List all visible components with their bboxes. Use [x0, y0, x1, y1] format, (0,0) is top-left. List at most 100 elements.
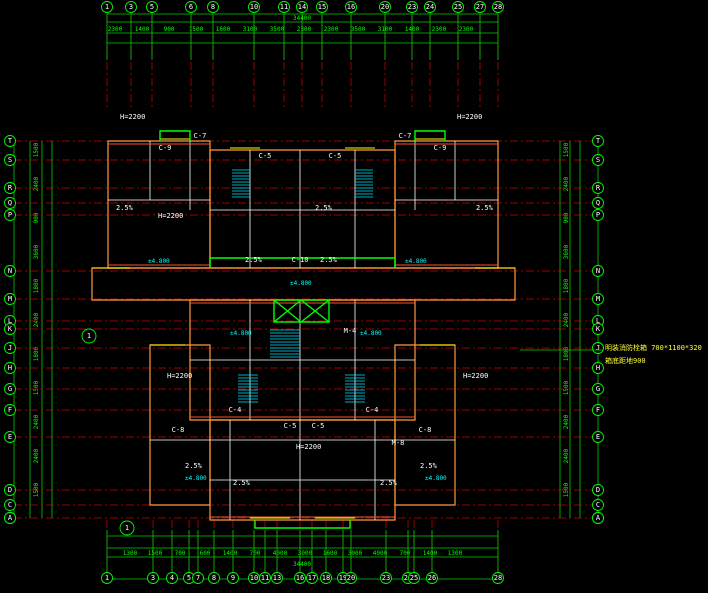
room-label: C-7 [399, 132, 412, 140]
note-h-right-top: H=2200 [457, 113, 482, 121]
left-dimension-value: 1800 [33, 278, 40, 293]
left-dimension-value: 900 [33, 212, 40, 223]
axis-bubble-label: 24 [404, 574, 412, 582]
axis-bubble-right [592, 197, 604, 209]
room-label: C-9 [159, 144, 172, 152]
axis-bubble-label: 1 [105, 574, 109, 582]
axis-bubble-top [316, 1, 328, 13]
bottom-dimension-value: 1600 [323, 550, 338, 557]
axis-bubble-bottom [294, 572, 306, 584]
axis-bubble-label: 27 [476, 3, 484, 11]
axis-bubble-right [592, 293, 604, 305]
axis-bubble-bottom [345, 572, 357, 584]
room-label: C-5 [284, 422, 297, 430]
slope-tag: 2.5% [315, 204, 333, 212]
axis-bubble-label: E [8, 433, 12, 441]
axis-bubble-label: 25 [410, 574, 418, 582]
room-label: C-5 [312, 422, 325, 430]
room-label: M-8 [392, 439, 405, 447]
axis-bubble-label: A [8, 514, 13, 522]
room-label: C-8 [172, 426, 185, 434]
axis-bubble-top [452, 1, 464, 13]
right-dimension-value: 2400 [563, 312, 570, 327]
axis-bubble-label: M [8, 295, 12, 303]
top-dimension-value: 1400 [135, 26, 150, 33]
axis-bubble-right [592, 499, 604, 511]
axis-bubble-label: 16 [296, 574, 304, 582]
axis-bubble-left [4, 209, 16, 221]
level-tag: ±4.800 [290, 280, 312, 287]
slope-tag: 2.5% [476, 204, 494, 212]
bottom-dimension-value: 4000 [373, 550, 388, 557]
axis-bubble-top [474, 1, 486, 13]
axis-bubble-top [185, 1, 197, 13]
top-dimension-value: 2300 [459, 26, 474, 33]
axis-bubble-label: Q [596, 199, 600, 207]
bottom-dimension-value: 1500 [148, 550, 163, 557]
axis-bubble-top [207, 1, 219, 13]
axis-bubble-label: F [596, 406, 600, 414]
axis-bubble-top [296, 1, 308, 13]
axis-bubble-left [4, 197, 16, 209]
room-label: C-8 [419, 426, 432, 434]
axis-bubble-label: D [8, 486, 12, 494]
axis-bubble-bottom [166, 572, 178, 584]
left-dimension-value: 2400 [33, 312, 40, 327]
axis-bubble-label: 26 [428, 574, 436, 582]
axis-bubble-label: N [596, 267, 600, 275]
axis-bubble-label: C [8, 501, 12, 509]
axis-bubble-left [4, 342, 16, 354]
axis-bubble-top [146, 1, 158, 13]
axis-bubble-label: 11 [261, 574, 269, 582]
axis-bubble-top [345, 1, 357, 13]
section-bubble-label: 1 [87, 332, 91, 340]
top-dimension-value: 1500 [189, 26, 204, 33]
axis-bubble-right [592, 404, 604, 416]
note-h-center-bottom: H=2200 [296, 443, 321, 451]
bottom-dimension-value: 4000 [273, 550, 288, 557]
axis-bubble-left [4, 135, 16, 147]
axis-bubble-label: D [596, 486, 600, 494]
left-dimension-value: 1800 [33, 346, 40, 361]
slope-tag: 2.5% [380, 479, 398, 487]
stair-core [232, 169, 373, 403]
right-dimension-value: 1500 [563, 482, 570, 497]
axis-bubble-label: 19 [339, 574, 347, 582]
axis-bubble-label: 3 [151, 574, 155, 582]
axis-bubble-label: T [8, 137, 13, 145]
axis-bubble-label: L [596, 317, 600, 325]
axis-bubble-label: R [596, 184, 601, 192]
axis-bubble-label: 8 [211, 3, 215, 11]
axis-bubble-label: 5 [150, 3, 154, 11]
axis-bubble-label: 15 [318, 3, 326, 11]
axis-bubble-top [379, 1, 391, 13]
section-bubble [119, 520, 135, 536]
axis-bubble-right [592, 182, 604, 194]
axis-bubble-label: 6 [189, 3, 193, 11]
left-dimension-value: 1500 [33, 142, 40, 157]
axis-bubble-top [278, 1, 290, 13]
slope-tag: 2.5% [320, 256, 338, 264]
axis-bubble-left [4, 154, 16, 166]
axis-bubble-label: 25 [454, 3, 462, 11]
axis-bubble-right [592, 209, 604, 221]
right-dimension-value: 1500 [563, 142, 570, 157]
note-h-left-top: H=2200 [120, 113, 145, 121]
axis-bubble-label: 11 [280, 3, 288, 11]
axis-bubble-label: 5 [187, 574, 191, 582]
axis-bubble-label: 28 [494, 3, 502, 11]
axis-bubble-top [101, 1, 113, 13]
axis-bubble-bottom [408, 572, 420, 584]
wall-outline [209, 419, 396, 521]
axis-bubble-label: 24 [426, 3, 434, 11]
axis-bubble-label: 8 [212, 574, 216, 582]
left-dimension-value: 1500 [33, 380, 40, 395]
axis-bubble-right [592, 362, 604, 374]
room-label: C-4 [366, 406, 379, 414]
room-label: C-5 [259, 152, 272, 160]
axis-bubble-left [4, 293, 16, 305]
axis-bubble-label: 7 [196, 574, 200, 582]
axis-bubble-label: 14 [298, 3, 306, 11]
wall-outline [189, 299, 416, 421]
railing [159, 130, 191, 141]
